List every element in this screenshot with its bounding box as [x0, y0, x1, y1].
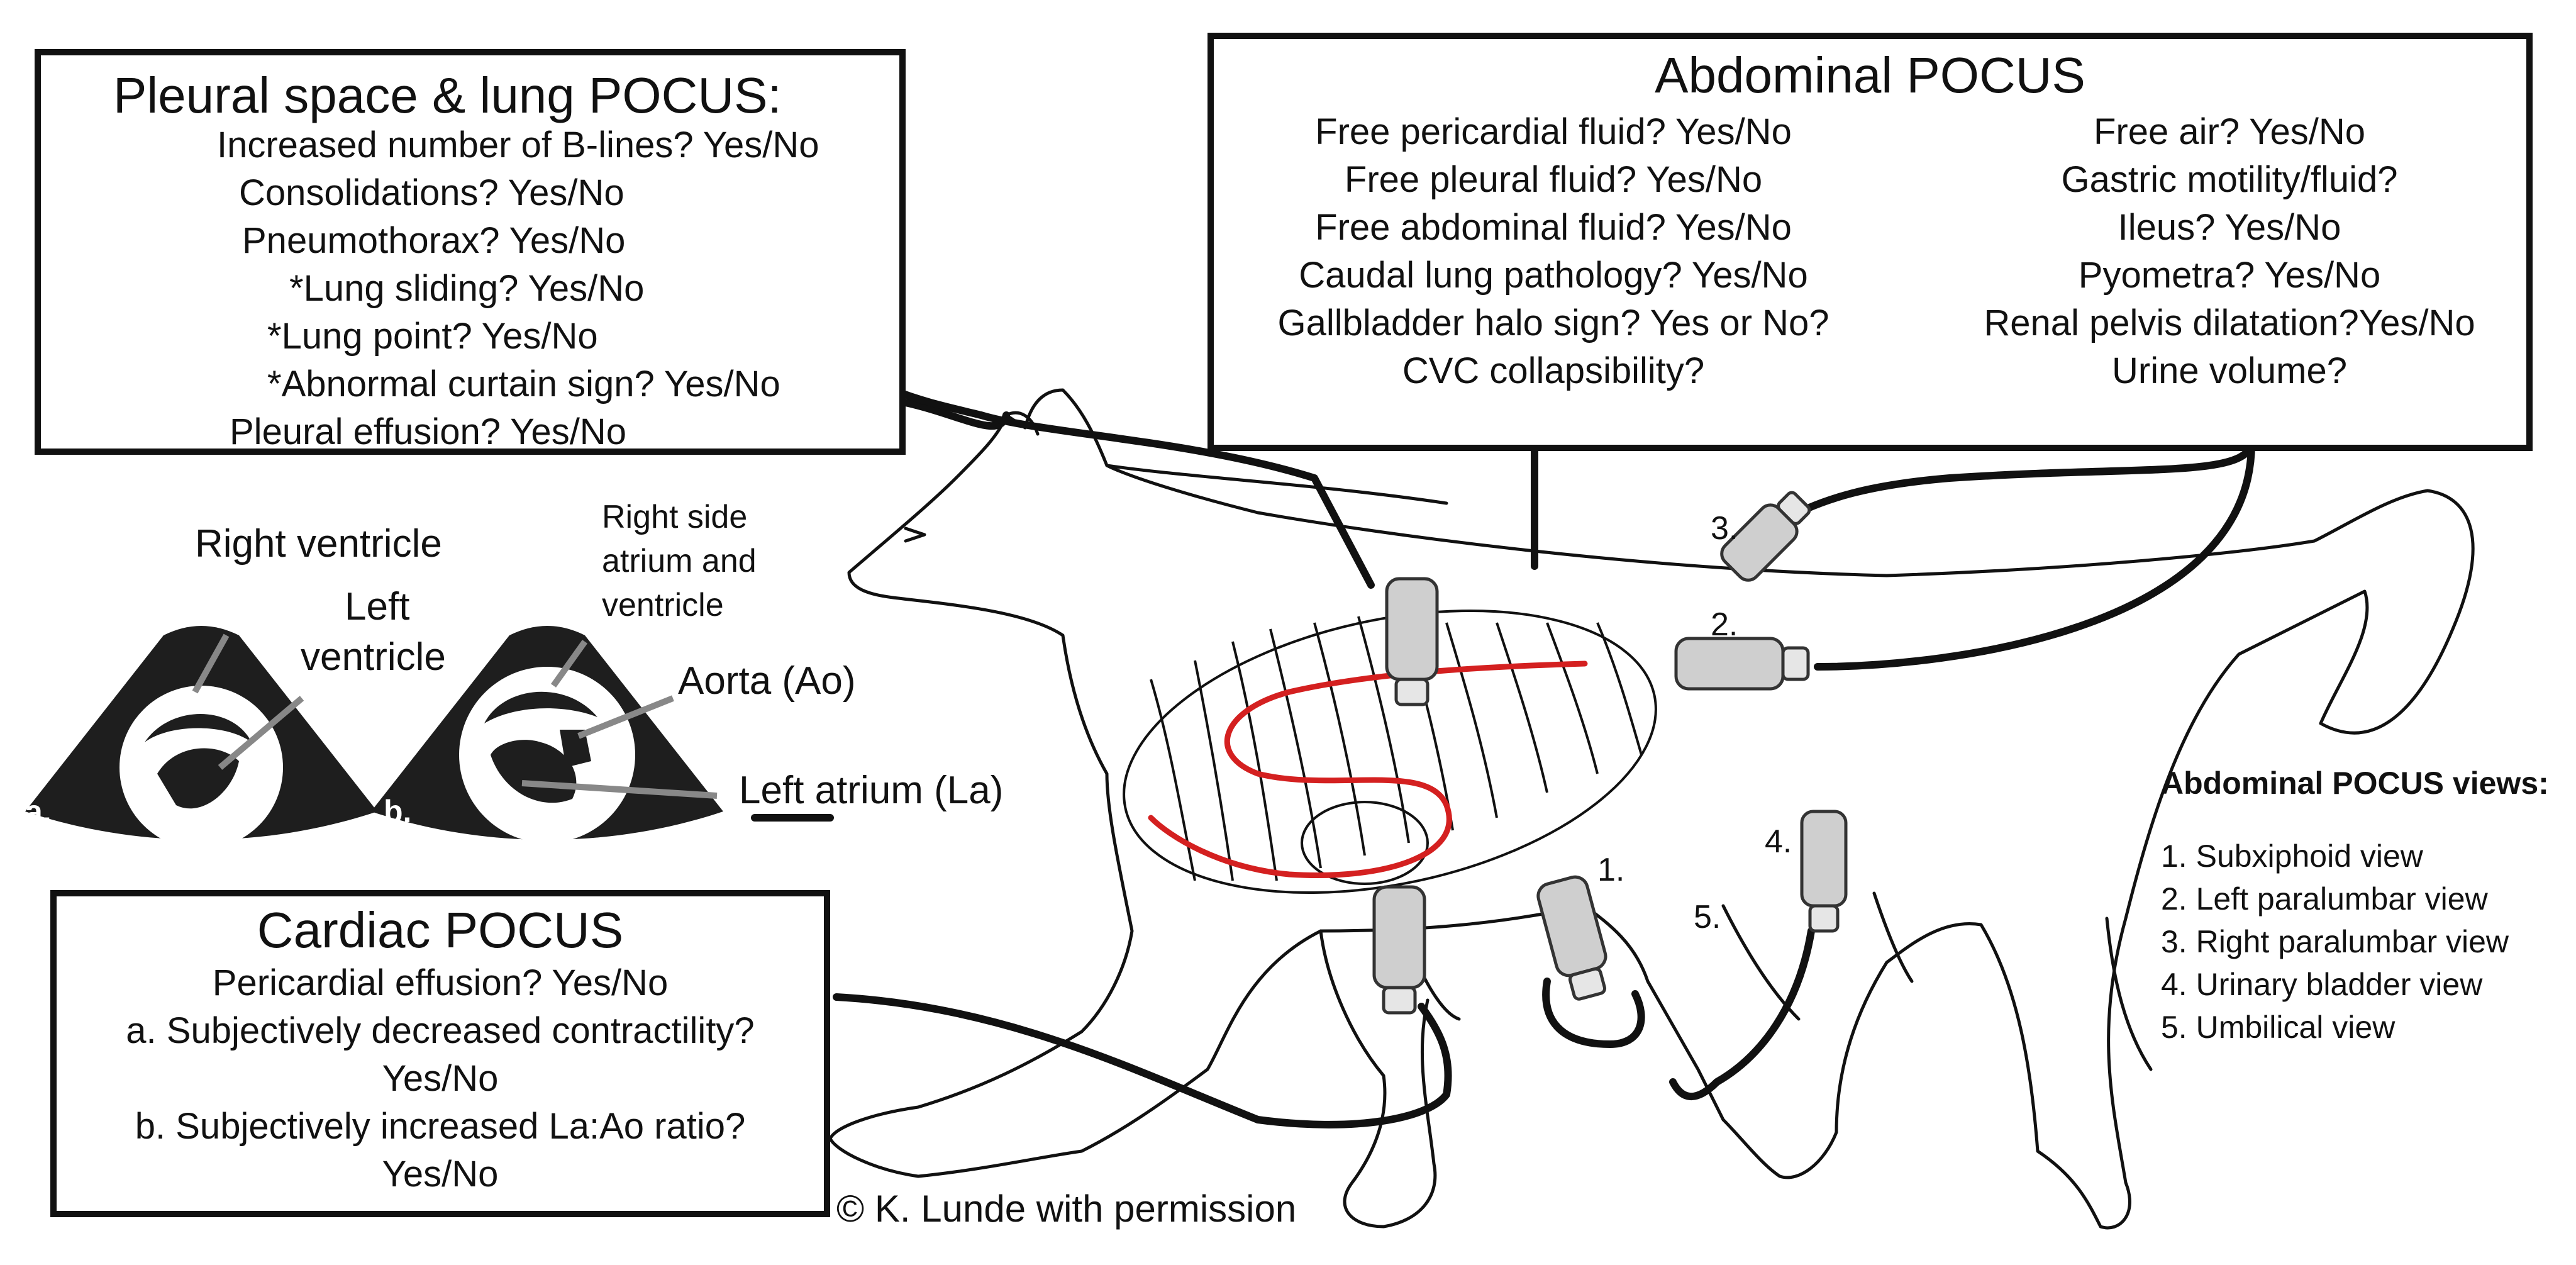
- abdominal-right-line: Renal pelvis dilatation?Yes/No: [1984, 303, 2475, 343]
- probe-number-3: 3.: [1711, 510, 1738, 547]
- abdominal-left-line: CVC collapsibility?: [1402, 350, 1705, 391]
- cardiac-line: Yes/No: [382, 1154, 499, 1195]
- abdominal-left-line: Gallbladder halo sign? Yes or No?: [1277, 303, 1829, 343]
- cardiac-lines: Pericardial effusion? Yes/No a. Subjecti…: [57, 959, 824, 1198]
- probe-3: [1720, 491, 1811, 582]
- echo-view-a: [25, 626, 377, 849]
- probe-cardiac-upper: [1385, 577, 1439, 706]
- abdominal-right-line: Urine volume?: [2112, 350, 2347, 391]
- probe-cardiac-lower: [1372, 885, 1426, 1015]
- cardiac-line: a. Subjectively decreased contractility?: [126, 1010, 755, 1051]
- views-legend-item: 2. Left paralumbar view: [2161, 881, 2488, 917]
- abdominal-box: Abdominal POCUS Free pericardial fluid? …: [1208, 33, 2533, 451]
- abdominal-left-line: Caudal lung pathology? Yes/No: [1299, 255, 1808, 296]
- cardiac-line: Pericardial effusion? Yes/No: [212, 962, 669, 1003]
- credit-line: © K. Lunde with permission: [836, 1188, 1297, 1230]
- pleural-line-lung-sliding: *Lung sliding? Yes/No: [289, 268, 645, 309]
- cardiac-line: Yes/No: [382, 1058, 499, 1099]
- echo-view-b: [371, 626, 723, 843]
- views-legend-item: 4. Urinary bladder view: [2161, 967, 2483, 1002]
- pleural-lung-box: Pleural space & lung POCUS: Increased nu…: [35, 49, 906, 455]
- abdominal-right-line: Free air? Yes/No: [2093, 111, 2366, 152]
- abdominal-left-column: Free pericardial fluid? Yes/No Free pleu…: [1214, 108, 1893, 395]
- label-right-side-2: atrium and: [602, 543, 757, 579]
- cardiac-box: Cardiac POCUS Pericardial effusion? Yes/…: [50, 890, 830, 1217]
- abdominal-box-title: Abdominal POCUS: [1655, 47, 2085, 103]
- abdominal-right-line: Ileus? Yes/No: [2118, 207, 2341, 248]
- abdominal-left-line: Free pericardial fluid? Yes/No: [1315, 111, 1792, 152]
- probe-2: [1674, 637, 1810, 691]
- abdominal-right-line: Gastric motility/fluid?: [2061, 159, 2398, 200]
- abdominal-right-column: Free air? Yes/No Gastric motility/fluid?…: [1931, 108, 2528, 395]
- probe-number-2: 2.: [1711, 606, 1738, 643]
- views-legend-item: 1. Subxiphoid view: [2161, 839, 2423, 874]
- probe-1: [1536, 875, 1607, 1001]
- label-left-ventricle-1: Left: [345, 585, 410, 628]
- probe-number-1: 1.: [1597, 852, 1625, 888]
- heart-outline: [1148, 660, 1588, 879]
- pleural-line-lung-point: *Lung point? Yes/No: [267, 316, 598, 357]
- abdominal-left-line: Free abdominal fluid? Yes/No: [1315, 207, 1792, 248]
- cardiac-line: b. Subjectively increased La:Ao ratio?: [135, 1106, 746, 1147]
- label-right-side-1: Right side: [602, 499, 748, 535]
- views-legend: Abdominal POCUS views: 1. Subxiphoid vie…: [2161, 764, 2549, 1049]
- probe-number-4: 4.: [1765, 823, 1792, 860]
- pleural-line-effusion: Pleural effusion? Yes/No: [230, 411, 626, 452]
- pleural-box-title: Pleural space & lung POCUS:: [113, 67, 782, 123]
- abdominal-right-line: Pyometra? Yes/No: [2078, 255, 2381, 296]
- label-left-ventricle-2: ventricle: [301, 635, 446, 679]
- probe-number-5: 5.: [1694, 899, 1721, 935]
- label-right-side-3: ventricle: [602, 587, 724, 623]
- views-legend-title: Abdominal POCUS views:: [2161, 766, 2549, 801]
- label-right-ventricle: Right ventricle: [195, 522, 442, 566]
- abdominal-left-line: Free pleural fluid? Yes/No: [1344, 159, 1763, 200]
- label-left-atrium: Left atrium (La): [739, 769, 1004, 812]
- pleural-line-curtain-sign: *Abnormal curtain sign? Yes/No: [267, 364, 780, 404]
- label-view-b: b.: [384, 794, 412, 829]
- label-view-a: a.: [25, 794, 52, 829]
- views-legend-item: 3. Right paralumbar view: [2161, 924, 2509, 959]
- pleural-line-consolidations: Consolidations? Yes/No: [239, 172, 625, 213]
- views-legend-item: 5. Umbilical view: [2161, 1010, 2396, 1045]
- pleural-line-b-lines: Increased number of B-lines? Yes/No: [217, 125, 819, 165]
- probe-4: [1800, 810, 1848, 933]
- pleural-line-pneumothorax: Pneumothorax? Yes/No: [242, 220, 626, 261]
- label-aorta: Aorta (Ao): [678, 659, 856, 703]
- cardiac-box-title: Cardiac POCUS: [257, 902, 624, 958]
